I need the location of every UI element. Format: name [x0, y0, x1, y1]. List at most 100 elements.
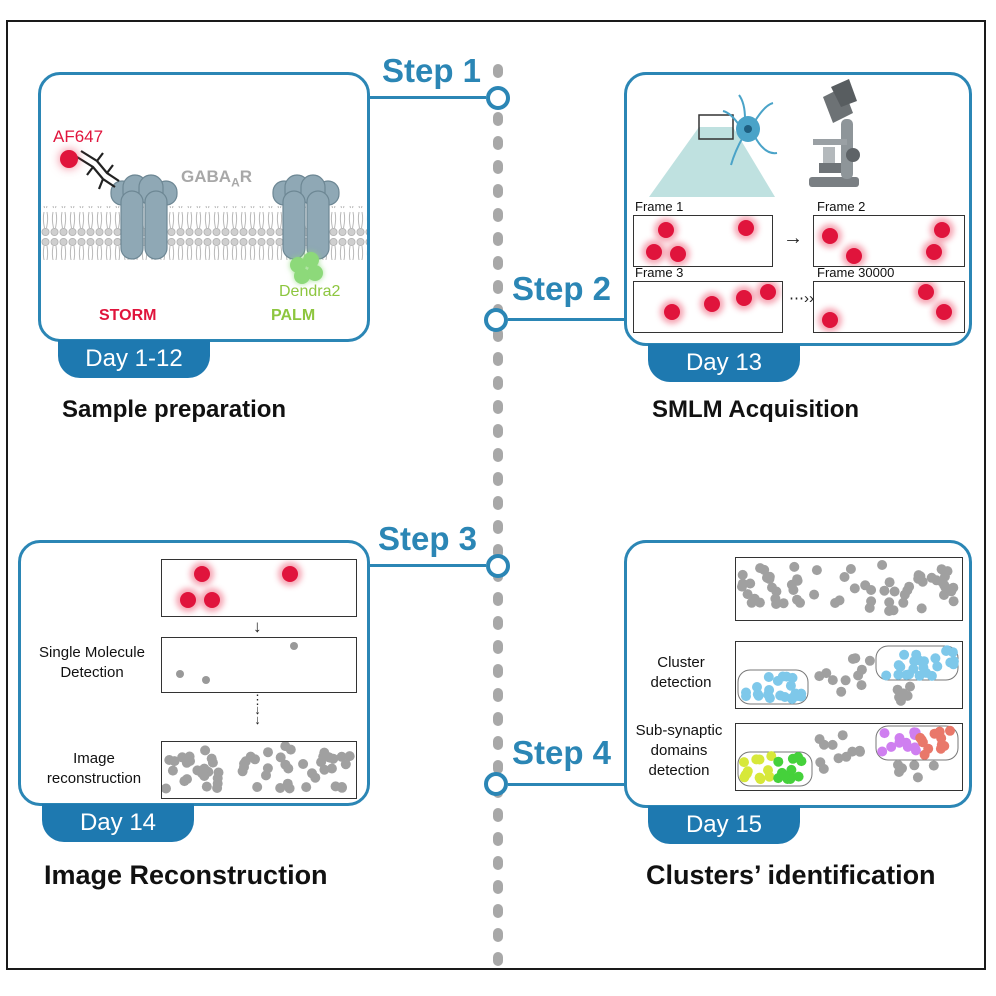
timeline-dot: [493, 856, 503, 870]
localization-dot: [323, 752, 334, 762]
field-of-view-box: [698, 114, 734, 140]
localization-dot: [212, 783, 223, 793]
membrane-receptor-illustration: [41, 150, 367, 284]
localizations-panel: [735, 557, 963, 621]
subsynaptic-dots: [737, 725, 959, 787]
cluster-outline: [875, 725, 959, 761]
localization-dot: [833, 753, 844, 764]
localization-dot: [836, 686, 847, 697]
domain-dot-green: [773, 756, 784, 767]
step4-panel: Cluster detection Sub-synaptic domains d…: [624, 540, 972, 808]
title-step4: Clusters’ identification: [646, 860, 936, 890]
timeline-dot: [493, 184, 503, 198]
localization-dot: [837, 730, 848, 741]
step3-label: Step 3: [378, 520, 478, 557]
light-cone: [649, 127, 775, 197]
localization-dot: [162, 783, 171, 794]
cluster-dot-right: [904, 581, 915, 592]
timeline-dot: [493, 712, 503, 726]
localization-dot: [819, 739, 829, 750]
timeline-dot: [493, 448, 503, 462]
step2-panel: Frame 1 → Frame 2 Frame 3 ⋯›› Frame 3000…: [624, 72, 972, 346]
localization-dot: [164, 755, 175, 765]
timeline-dot: [493, 496, 503, 510]
timeline-dot: [493, 952, 503, 966]
localization-dot: [250, 754, 260, 765]
localization-dot: [237, 766, 248, 777]
localization-dot: [864, 602, 875, 613]
cluster-dot-blue: [893, 669, 904, 680]
cluster-dot-left: [771, 586, 782, 597]
localizations-dots: [737, 560, 959, 616]
cluster-dot-right: [931, 575, 942, 586]
cluster-dot-right: [899, 589, 910, 600]
localization-dot: [834, 595, 845, 606]
localization-dot: [814, 671, 825, 682]
cluster-panel: [735, 641, 963, 709]
microscopy-illustration: [649, 79, 860, 197]
localization-dot: [860, 580, 871, 591]
localization-dot: [213, 767, 224, 778]
step3-node: [486, 554, 510, 578]
cluster-dot-right: [889, 586, 900, 597]
microscope-icon: [809, 79, 860, 187]
localization-dot: [280, 742, 291, 752]
step4-label: Step 4: [512, 734, 612, 771]
localization-dot: [841, 751, 852, 762]
cluster-dot-blue: [779, 692, 790, 702]
cluster-dot-left: [792, 574, 803, 585]
step2-node: [484, 308, 508, 332]
cluster-dot-right: [879, 585, 890, 596]
localization-dot: [283, 763, 294, 774]
localization-dot: [854, 745, 865, 756]
timeline-dot: [493, 880, 503, 894]
cluster-dot-left: [737, 569, 748, 580]
receptor-palm: [272, 174, 340, 260]
timeline-dot: [493, 664, 503, 678]
timeline-dot: [493, 232, 503, 246]
timeline-dot: [493, 112, 503, 126]
timeline-dot: [493, 376, 503, 390]
localization-dot: [928, 760, 939, 771]
localization-dot: [909, 760, 920, 771]
raw-frame-panel: [161, 559, 357, 617]
domain-dot-purple: [879, 728, 890, 739]
day-tab-step4: Day 15: [648, 806, 800, 844]
localization-dot: [337, 782, 347, 793]
cluster-dot-blue: [881, 670, 892, 681]
cluster-dot-right: [939, 579, 950, 590]
timeline-dot: [493, 736, 503, 750]
day-tab-step2: Day 13: [648, 344, 800, 382]
cluster-dot-blue: [752, 689, 763, 700]
cluster-dot-blue: [763, 672, 774, 682]
domain-dot-purple: [877, 746, 888, 757]
frame2-label: Frame 2: [817, 199, 866, 214]
localization-dot: [200, 745, 211, 756]
timeline-dot: [493, 808, 503, 822]
step1-label: Step 1: [382, 52, 482, 89]
dotted-down-arrow-icon: ⋮↓↓: [251, 692, 264, 727]
cluster-dot-right: [948, 596, 959, 607]
cluster-dot-left: [795, 597, 805, 608]
timeline-dot: [493, 904, 503, 918]
cluster-dot-left: [778, 598, 789, 609]
localization-dot: [912, 772, 923, 783]
localization-dot: [307, 768, 317, 779]
localization-dot: [336, 751, 347, 762]
cluster-dot-left: [746, 597, 757, 608]
title-step3: Image Reconstruction: [44, 860, 328, 890]
step1-connector: [370, 96, 486, 99]
cluster-dot-right: [916, 603, 927, 614]
localization-dot: [298, 759, 309, 769]
cluster-dot-left: [759, 564, 770, 575]
localization-dot: [182, 774, 192, 785]
cluster-dots: [737, 645, 959, 706]
timeline-dot: [493, 160, 503, 174]
timeline-dot: [493, 424, 503, 438]
domain-dot-yellow: [754, 754, 765, 765]
arrow-icon: →: [783, 227, 803, 249]
localization-dot: [827, 739, 838, 750]
localization-dot: [263, 747, 273, 758]
frame2-panel: [813, 215, 965, 267]
localization-dot: [856, 664, 867, 675]
